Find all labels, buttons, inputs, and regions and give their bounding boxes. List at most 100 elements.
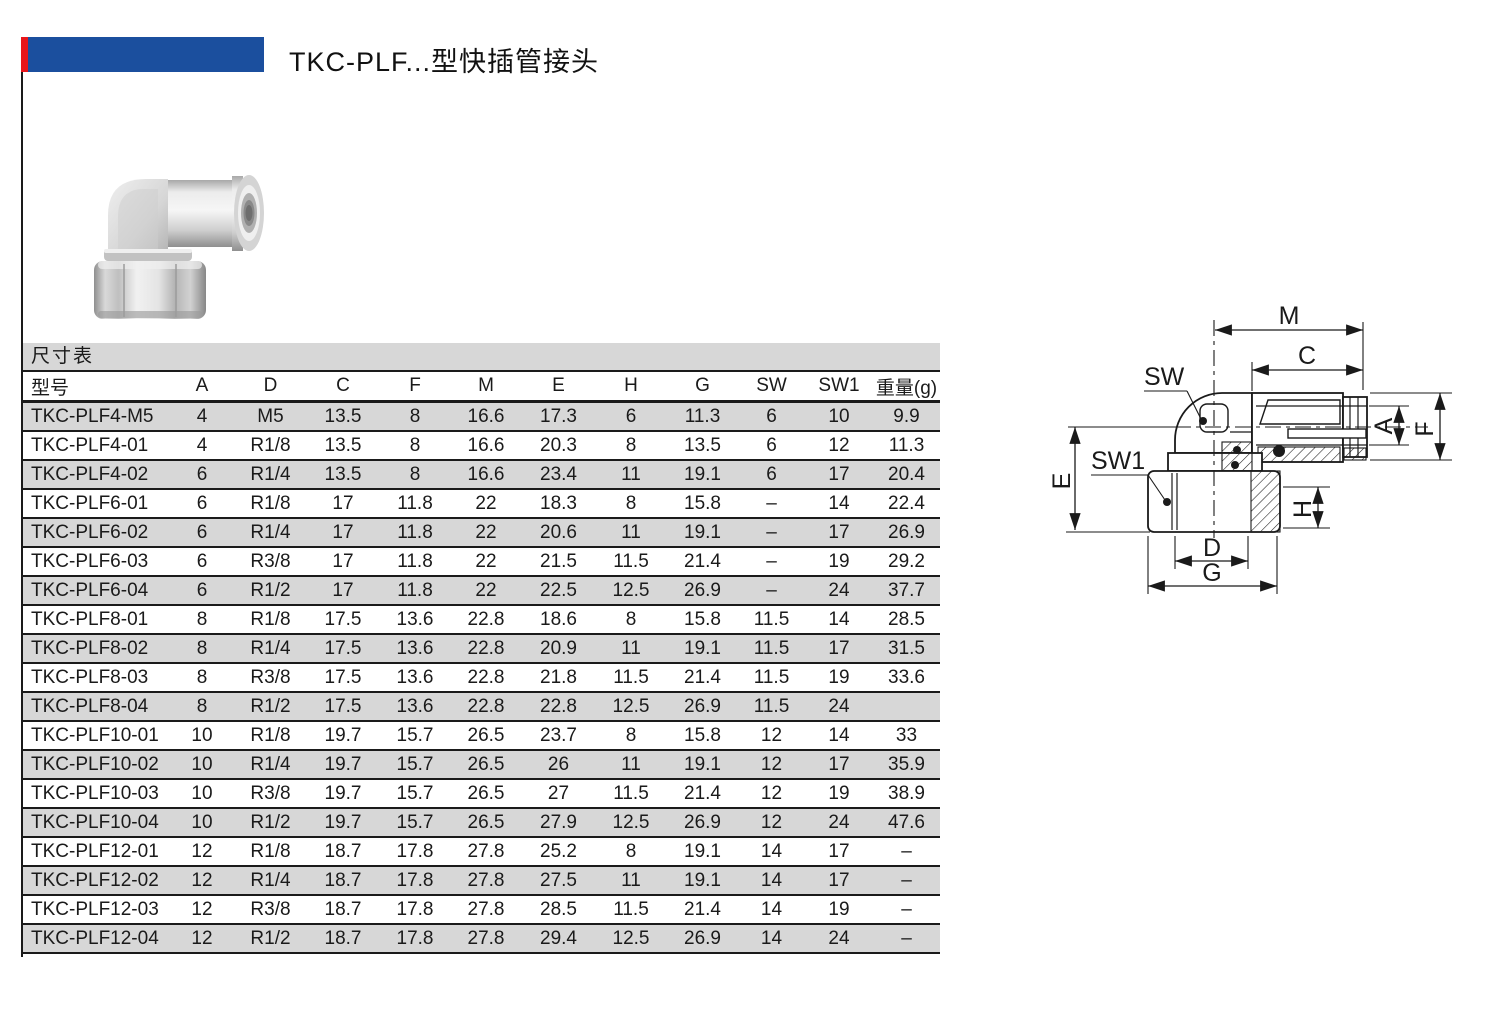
dim-label-a: A: [1370, 417, 1398, 434]
value-cell: 17.3: [522, 401, 595, 432]
dimension-annotations: M C E A F H D G SW SW1: [1048, 302, 1452, 594]
value-cell: R1/4: [235, 518, 306, 548]
value-cell: 20.3: [522, 431, 595, 461]
value-cell: 18.7: [306, 895, 380, 925]
value-cell: 14: [805, 489, 873, 519]
value-cell: R1/8: [235, 489, 306, 519]
model-cell: TKC-PLF10-01: [23, 721, 169, 751]
value-cell: 8: [595, 431, 667, 461]
value-cell: 13.6: [380, 634, 450, 664]
value-cell: 17.8: [380, 924, 450, 954]
column-header: H: [595, 372, 667, 403]
value-cell: 13.5: [667, 431, 738, 461]
model-cell: TKC-PLF6-04: [23, 576, 169, 606]
value-cell: 24: [805, 808, 873, 838]
value-cell: 11: [595, 750, 667, 780]
dim-label-f: F: [1411, 421, 1439, 436]
value-cell: 27.9: [522, 808, 595, 838]
value-cell: 17: [306, 489, 380, 519]
value-cell: 11.5: [738, 605, 805, 635]
model-cell: TKC-PLF8-03: [23, 663, 169, 693]
value-cell: 8: [169, 634, 235, 664]
value-cell: 22: [450, 547, 522, 577]
value-cell: –: [738, 489, 805, 519]
value-cell: 12.5: [595, 808, 667, 838]
header-blue-bar: [28, 37, 264, 72]
value-cell: 22.8: [450, 663, 522, 693]
model-cell: TKC-PLF12-03: [23, 895, 169, 925]
value-cell: 12.5: [595, 576, 667, 606]
value-cell: 27.8: [450, 895, 522, 925]
value-cell: R1/4: [235, 460, 306, 490]
model-cell: TKC-PLF6-02: [23, 518, 169, 548]
dim-label-h: H: [1289, 500, 1317, 518]
value-cell: 21.4: [667, 663, 738, 693]
value-cell: 26.5: [450, 750, 522, 780]
model-cell: TKC-PLF4-M5: [23, 401, 169, 432]
value-cell: 16.6: [450, 460, 522, 490]
value-cell: R1/2: [235, 924, 306, 954]
column-header: D: [235, 372, 306, 403]
value-cell: 27.5: [522, 866, 595, 896]
dim-label-c: C: [1298, 342, 1316, 370]
column-header: C: [306, 372, 380, 403]
value-cell: 17.5: [306, 634, 380, 664]
value-cell: 17: [805, 866, 873, 896]
value-cell: R1/2: [235, 692, 306, 722]
value-cell: 26.9: [667, 924, 738, 954]
value-cell: 17: [306, 547, 380, 577]
model-cell: TKC-PLF12-04: [23, 924, 169, 954]
page-margin-rule: [21, 37, 23, 957]
value-cell: M5: [235, 401, 306, 432]
value-cell: 26: [522, 750, 595, 780]
value-cell: 11.8: [380, 547, 450, 577]
column-header: SW: [738, 372, 805, 403]
value-cell: 17.8: [380, 837, 450, 867]
value-cell: –: [738, 518, 805, 548]
value-cell: 19: [805, 663, 873, 693]
value-cell: 15.7: [380, 779, 450, 809]
value-cell: 19.1: [667, 837, 738, 867]
fitting-cross-section: [1147, 392, 1368, 533]
value-cell: –: [873, 866, 940, 896]
value-cell: 11: [595, 866, 667, 896]
value-cell: 15.7: [380, 721, 450, 751]
model-cell: TKC-PLF6-01: [23, 489, 169, 519]
value-cell: 23.4: [522, 460, 595, 490]
value-cell: 26.5: [450, 721, 522, 751]
dim-label-sw: SW: [1144, 363, 1185, 391]
value-cell: 6: [738, 401, 805, 432]
dim-label-m: M: [1279, 302, 1300, 330]
value-cell: 20.9: [522, 634, 595, 664]
value-cell: 16.6: [450, 401, 522, 432]
value-cell: 18.3: [522, 489, 595, 519]
value-cell: 26.5: [450, 779, 522, 809]
value-cell: 18.6: [522, 605, 595, 635]
value-cell: 35.9: [873, 750, 940, 780]
column-header: F: [380, 372, 450, 403]
value-cell: 47.6: [873, 808, 940, 838]
value-cell: R3/8: [235, 895, 306, 925]
value-cell: 8: [595, 837, 667, 867]
value-cell: 27.8: [450, 837, 522, 867]
value-cell: 12: [738, 721, 805, 751]
value-cell: 19.7: [306, 779, 380, 809]
value-cell: 18.7: [306, 837, 380, 867]
value-cell: 21.5: [522, 547, 595, 577]
dimension-diagram: M C E A F H D G SW SW1: [1048, 302, 1452, 594]
value-cell: 27.8: [450, 924, 522, 954]
value-cell: 12.5: [595, 924, 667, 954]
value-cell: 28.5: [522, 895, 595, 925]
value-cell: 38.9: [873, 779, 940, 809]
value-cell: R1/4: [235, 634, 306, 664]
column-header: A: [169, 372, 235, 403]
value-cell: 12: [738, 750, 805, 780]
